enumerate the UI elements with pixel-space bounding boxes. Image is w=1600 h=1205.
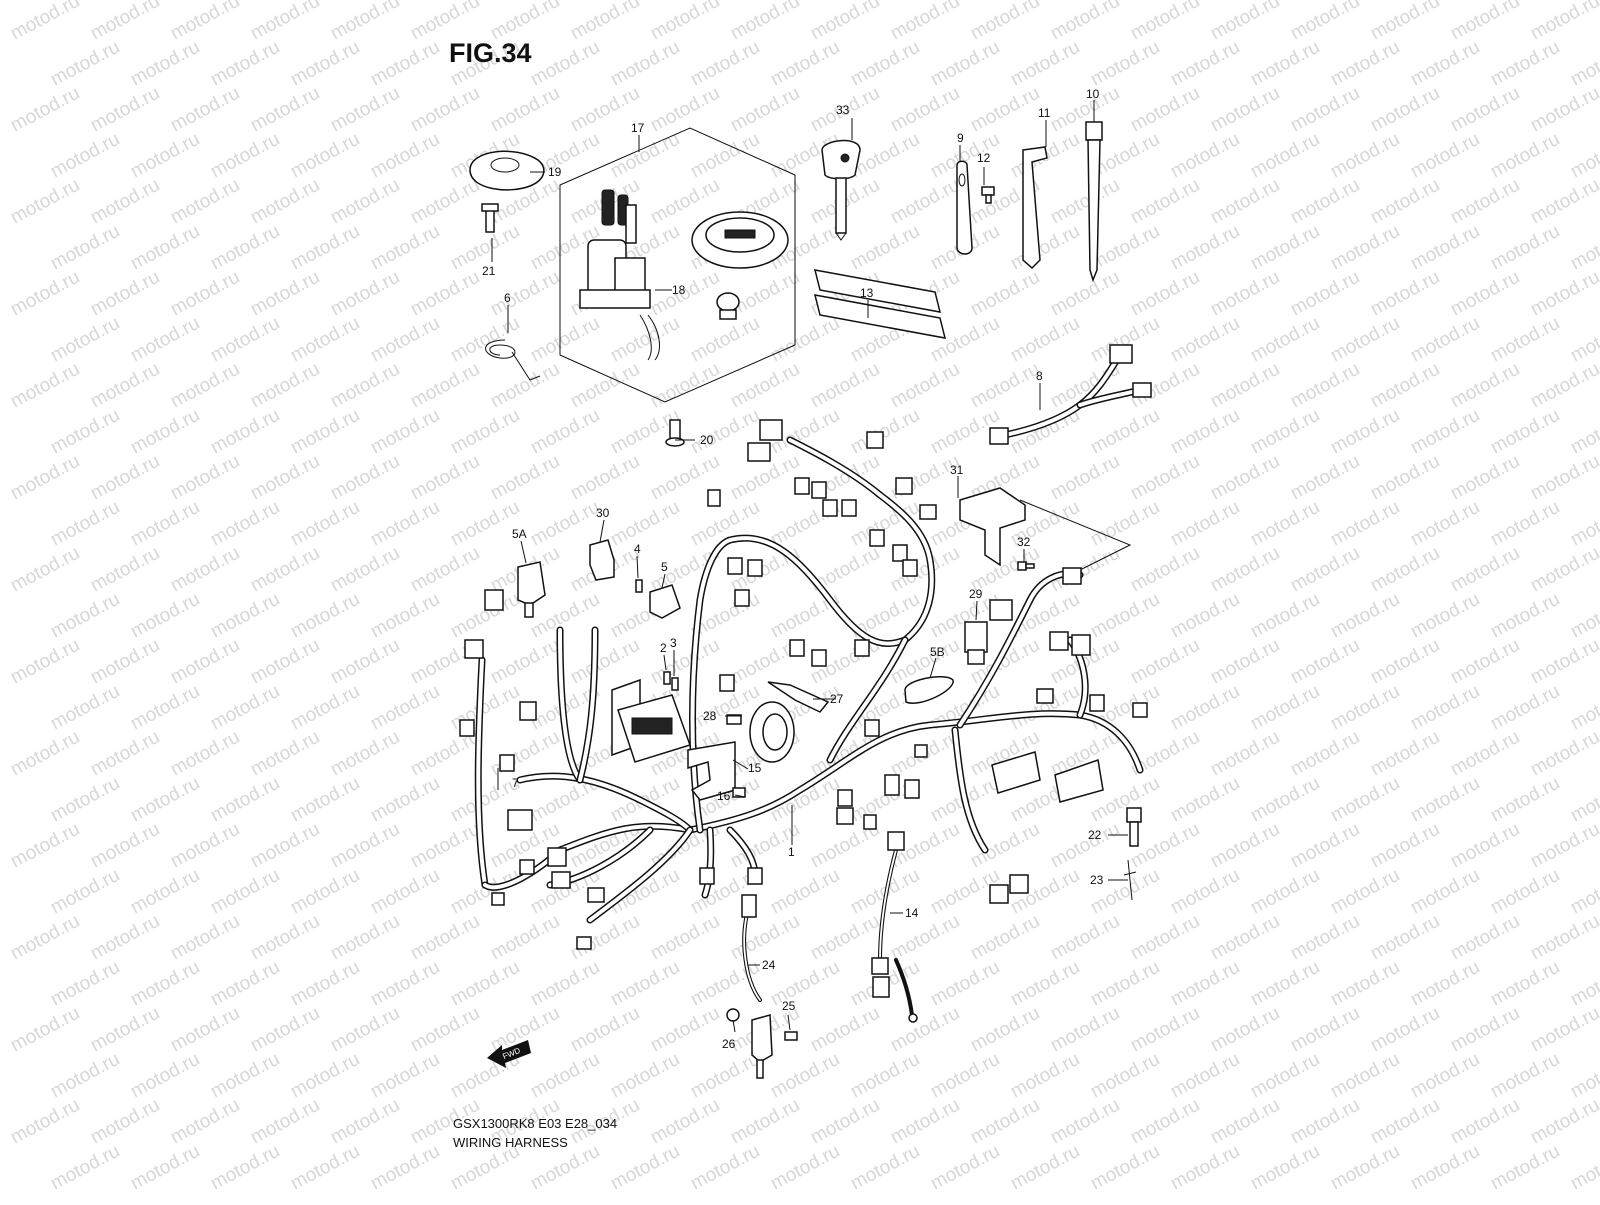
callout-label: 5B [930,645,945,659]
clamp-11-part [1022,146,1048,270]
callout-7: 7 [512,776,519,790]
callout-28: 28 [703,709,717,723]
callout-24: 24 [762,958,776,972]
relay-30-part [589,539,615,581]
callout-label: 18 [672,283,686,297]
callout-label: 3 [670,636,677,650]
spring-6-part [485,339,541,381]
callout-labels: 17 18 19 21 6 20 33 9 12 11 10 13 8 31 3… [482,87,1104,887]
bolt-32-part [1017,561,1035,571]
callout-label: 6 [504,291,511,305]
callout-label: 12 [977,151,991,165]
sub-harness-8-part [989,344,1152,445]
model-code: GSX1300RK8 E03 E28_034 [453,1116,618,1131]
leader-lines [491,100,1128,1033]
fwd-arrow-icon: FWD [487,1040,531,1068]
callout-14: 14 [905,906,919,920]
callout-label: 16 [717,789,731,803]
fuses-part [635,579,679,691]
callout-label: 11 [1038,106,1051,120]
callout-label: 33 [836,103,850,117]
ecm-connectors-part [991,751,1104,803]
callout-label: 30 [596,506,610,520]
relay-5-part [649,584,681,619]
figure-title: FIG.34 [449,38,532,68]
ignition-kit-outline [559,127,796,403]
ignition-switch-part [579,189,660,361]
callout-label: 1 [788,845,795,859]
sensor-harness-24-part [726,894,798,1079]
callout-label: 9 [957,131,964,145]
bracket-15-part [687,741,736,801]
callout-25: 25 [782,999,796,1013]
callout-label: 15 [748,761,762,775]
horn-27-part [749,681,830,763]
callout-label: 22 [1088,828,1102,842]
callout-label: 19 [548,165,562,179]
callout-label: 17 [631,121,645,135]
callout-label: 5 [661,560,668,574]
bolt-12-part [981,186,995,204]
callout-27: 27 [830,692,844,706]
callout-label: 32 [1017,535,1031,549]
callout-label: 10 [1086,87,1100,101]
key-33-part [821,139,861,241]
callout-label: 20 [700,433,714,447]
callout-label: 29 [969,587,983,601]
harness-14-part [871,831,918,1023]
callout-label: 4 [634,542,641,556]
callout-label: 31 [950,463,964,477]
bolt-16-part [732,787,746,798]
callout-label: 8 [1036,369,1043,383]
fuel-cap-lock-part [691,211,789,320]
bracket-31-part [959,487,1132,576]
seat-lock-cover-part [469,150,545,191]
relay-5a-part [517,561,546,618]
callout-26: 26 [722,1037,736,1051]
relay-5b-part [904,676,954,704]
sensor-22-part [1126,807,1142,847]
callout-label: 5A [512,527,527,541]
connector-29-part [964,621,988,665]
cable-tie-10-part [1085,121,1103,283]
callout-label: 23 [1090,873,1104,887]
figure-caption: WIRING HARNESS [453,1135,568,1150]
fuse-box-part [611,678,691,763]
callout-label: 2 [660,641,667,655]
clip-23-part [1123,859,1137,901]
callout-label: 13 [860,286,874,300]
harness-connectors [459,419,1148,950]
tape-13-part [813,269,947,339]
bolt-21-part [481,203,499,233]
callout-label: 21 [482,264,496,278]
bolt-28-part [726,714,742,725]
